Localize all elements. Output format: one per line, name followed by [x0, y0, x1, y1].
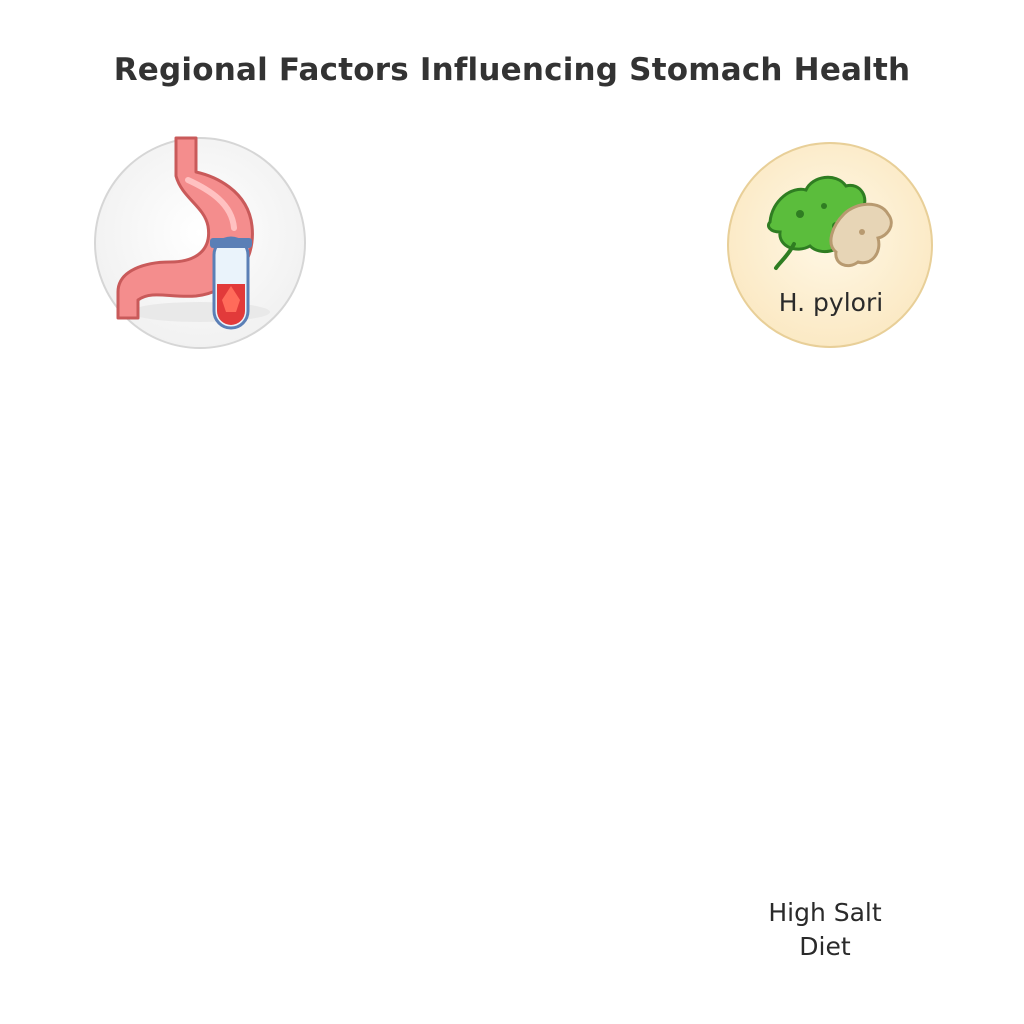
h-pylori-label: H. pylori: [778, 288, 884, 317]
high-salt-diet-label: High Salt Diet: [725, 896, 925, 964]
stomach-with-test-tube-icon: [116, 136, 270, 330]
stomach-factor: [94, 136, 306, 349]
h-pylori-factor: [727, 142, 933, 348]
page-title: Regional Factors Influencing Stomach Hea…: [113, 52, 911, 88]
high-salt-diet-label-line2: Diet: [799, 932, 851, 961]
h-pylori-bacteria-icon: [766, 175, 893, 270]
high-salt-diet-label-line1: High Salt: [768, 898, 882, 927]
